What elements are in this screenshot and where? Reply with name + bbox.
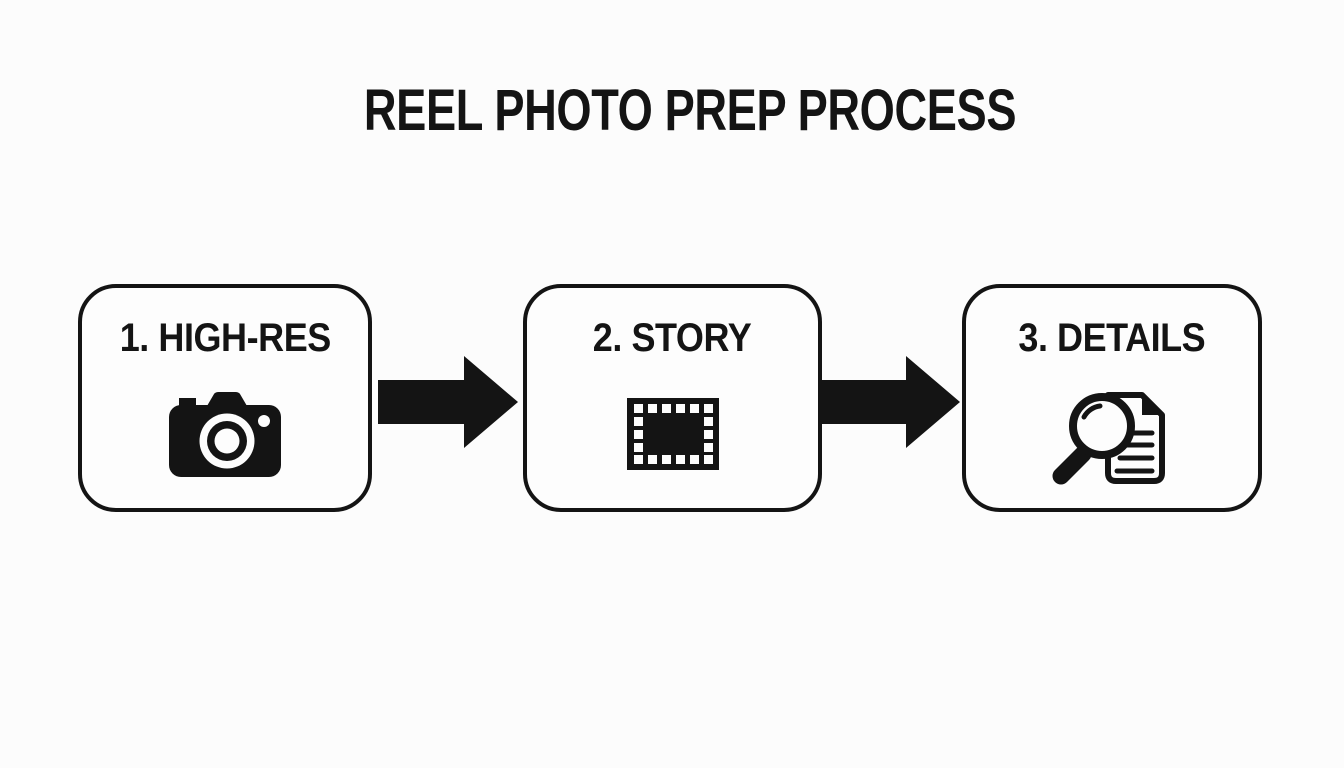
- diagram-title: REEL PHOTO PREP PROCESS: [363, 78, 1017, 143]
- film-frame-icon: [527, 360, 818, 508]
- step-box-details: 3. DETAILS: [962, 284, 1262, 512]
- step-label: 2. STORY: [593, 316, 752, 360]
- arrow-right-icon: [378, 356, 518, 448]
- step-label: 1. HIGH-RES: [119, 316, 331, 360]
- step-box-high-res: 1. HIGH-RES: [78, 284, 372, 512]
- camera-icon: [82, 360, 368, 508]
- step-label: 3. DETAILS: [1018, 316, 1206, 360]
- magnifier-document-icon: [966, 360, 1258, 508]
- step-box-story: 2. STORY: [523, 284, 822, 512]
- arrow-right-icon: [820, 356, 960, 448]
